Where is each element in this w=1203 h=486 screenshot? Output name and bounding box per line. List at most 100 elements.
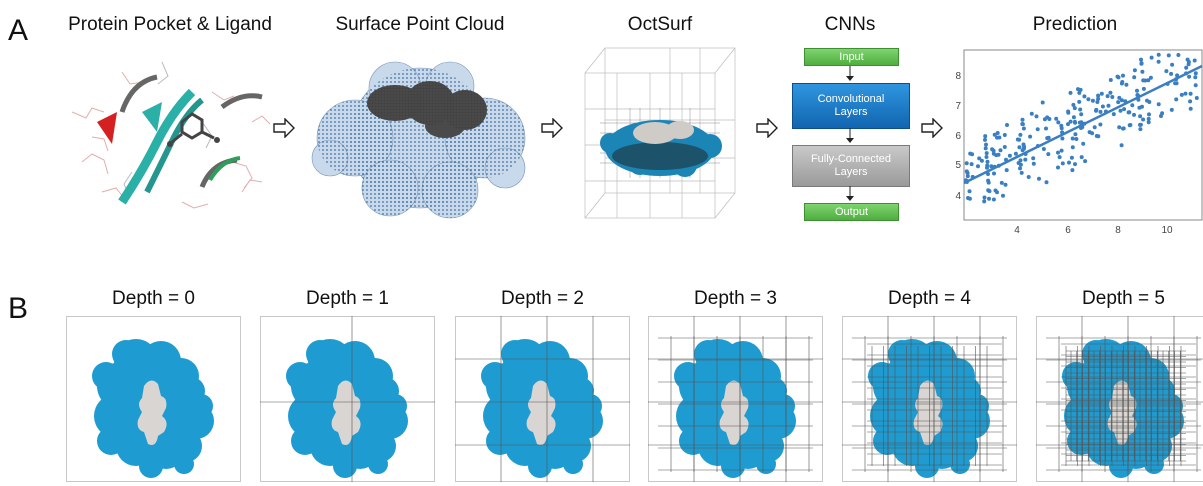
depth-title: Depth = 4 bbox=[888, 288, 971, 309]
scatter-point bbox=[1079, 155, 1084, 160]
scatter-point bbox=[1028, 134, 1033, 139]
scatter-point bbox=[982, 195, 987, 200]
scatter-point bbox=[1057, 155, 1062, 160]
scatter-point bbox=[1146, 116, 1151, 121]
scatter-point bbox=[1029, 111, 1034, 116]
scatter-point bbox=[1079, 120, 1084, 125]
scatter-point bbox=[1138, 122, 1142, 127]
scatter-point bbox=[1127, 110, 1132, 115]
scatter-point bbox=[991, 148, 996, 153]
title-cnns: CNNs bbox=[824, 14, 876, 35]
scatter-point bbox=[1076, 87, 1080, 92]
depth-2-octree-frame bbox=[455, 316, 630, 482]
depth-title: Depth = 1 bbox=[306, 288, 389, 309]
scatter-point bbox=[1019, 170, 1024, 175]
scatter-point bbox=[1106, 103, 1111, 108]
scatter-point bbox=[1117, 95, 1122, 100]
scatter-point bbox=[1141, 86, 1146, 91]
conv-line-1: Convolutional bbox=[817, 93, 885, 105]
scatter-point bbox=[1170, 62, 1175, 67]
depth-4-octree-frame bbox=[842, 316, 1017, 482]
scatter-point bbox=[1138, 114, 1143, 119]
scatter-point bbox=[1118, 108, 1123, 113]
scatter-point bbox=[979, 158, 984, 163]
scatter-point bbox=[992, 132, 997, 137]
scatter-point bbox=[1098, 122, 1103, 127]
arrow-right-icon bbox=[541, 118, 563, 138]
scatter-point bbox=[976, 164, 980, 169]
scatter-point bbox=[1132, 68, 1137, 73]
scatter-point bbox=[1147, 112, 1151, 117]
scatter-point bbox=[1002, 133, 1007, 137]
scatter-point bbox=[983, 137, 987, 142]
scatter-point bbox=[1192, 58, 1197, 63]
scatter-point bbox=[967, 189, 972, 194]
scatter-point bbox=[1040, 100, 1045, 105]
scatter-point bbox=[984, 151, 989, 156]
scatter-point bbox=[1108, 90, 1113, 95]
scatter-point bbox=[1035, 127, 1040, 132]
scatter-point bbox=[1124, 82, 1129, 87]
scatter-point bbox=[986, 180, 991, 185]
scatter-point bbox=[1110, 95, 1115, 99]
scatter-point bbox=[989, 164, 994, 169]
panel-a-label: A bbox=[8, 14, 29, 47]
scatter-point bbox=[1067, 160, 1071, 165]
scatter-point bbox=[1149, 55, 1154, 60]
scatter-point bbox=[1060, 161, 1065, 166]
scatter-point bbox=[1119, 143, 1124, 148]
scatter-point bbox=[1059, 126, 1064, 131]
scatter-point bbox=[1070, 136, 1075, 141]
scatter-point bbox=[985, 165, 989, 170]
scatter-point bbox=[995, 135, 999, 140]
scatter-point bbox=[1018, 132, 1023, 137]
scatter-point bbox=[1179, 92, 1184, 97]
plot-frame bbox=[963, 49, 1203, 221]
scatter-point bbox=[1100, 104, 1105, 109]
scatter-point bbox=[1194, 96, 1199, 100]
scatter-point bbox=[1001, 193, 1005, 198]
x-tick: 6 bbox=[1065, 225, 1071, 236]
scatter-point bbox=[1041, 147, 1046, 151]
arrow-right-icon bbox=[921, 118, 943, 138]
scatter-point bbox=[1081, 141, 1086, 146]
cnn-input-box: Input bbox=[804, 48, 899, 66]
scatter-point bbox=[1086, 97, 1091, 102]
scatter-point bbox=[996, 152, 1001, 157]
scatter-point bbox=[1166, 53, 1171, 58]
scatter-point bbox=[983, 134, 988, 139]
scatter-point bbox=[1193, 75, 1198, 80]
scatter-point bbox=[1148, 75, 1153, 80]
surface-point-cloud-illustration bbox=[311, 61, 526, 219]
scatter-point bbox=[1176, 53, 1181, 57]
scatter-point bbox=[1070, 168, 1075, 173]
scatter-point bbox=[1068, 90, 1073, 95]
scatter-point bbox=[1169, 71, 1174, 76]
scatter-point bbox=[1156, 59, 1161, 64]
scatter-point bbox=[1132, 75, 1137, 80]
scatter-point bbox=[1056, 120, 1061, 125]
arrow-right-icon bbox=[273, 118, 295, 138]
scatter-point bbox=[1046, 152, 1051, 157]
cnn-output-box: Output bbox=[804, 203, 899, 221]
scatter-point bbox=[1068, 119, 1073, 124]
scatter-point bbox=[1072, 106, 1077, 111]
scatter-point bbox=[984, 155, 989, 159]
scatter-point bbox=[1031, 156, 1036, 161]
scatter-point bbox=[1082, 94, 1087, 99]
scatter-point bbox=[1115, 74, 1120, 79]
scatter-point bbox=[1066, 109, 1071, 114]
scatter-point bbox=[1020, 117, 1025, 122]
scatter-point bbox=[1139, 61, 1144, 66]
scatter-point bbox=[1074, 137, 1079, 141]
scatter-point bbox=[1017, 145, 1022, 150]
scatter-point bbox=[1044, 180, 1049, 185]
depth-5-octree-frame bbox=[1036, 316, 1203, 482]
scatter-point bbox=[1073, 120, 1078, 125]
scatter-point bbox=[964, 169, 969, 174]
depth-title: Depth = 0 bbox=[112, 288, 195, 309]
scatter-point bbox=[1002, 145, 1007, 149]
scatter-point bbox=[1071, 115, 1076, 120]
scatter-point bbox=[1095, 100, 1100, 104]
scatter-point bbox=[965, 174, 970, 179]
